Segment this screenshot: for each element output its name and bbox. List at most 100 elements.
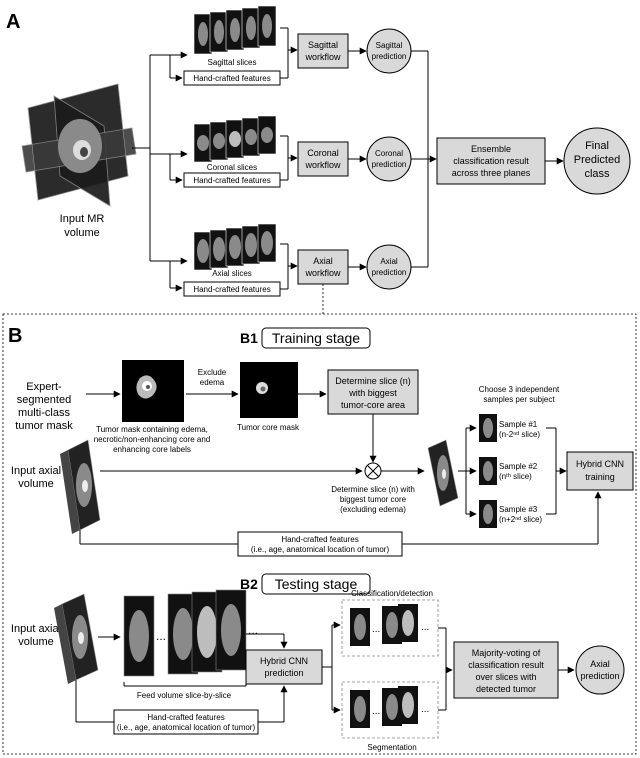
- handcrafted-test-lines: [75, 680, 288, 723]
- coronal-prediction-circle: [366, 136, 412, 182]
- mask-caption-line3: enhancing core labels: [113, 445, 191, 454]
- input-axial-line1: Input axial: [11, 465, 61, 477]
- hybrid-cnn-prediction-box: [245, 649, 323, 685]
- input-axial-test-line2: volume: [18, 636, 53, 648]
- majority-voting-box: [453, 641, 559, 699]
- ensemble-line2: classification result: [453, 156, 529, 166]
- class-ellipsis-1: ...: [372, 624, 380, 635]
- mask-caption-line2: necrotic/non-enhancing core and: [94, 435, 211, 444]
- ensemble-line1: Ensemble: [471, 144, 511, 154]
- determine-small-line3: (excluding edema): [340, 505, 406, 514]
- exclude-line2: edema: [200, 378, 225, 387]
- expert-line2: segmented: [17, 394, 71, 406]
- determine-slice-box: [327, 369, 419, 415]
- axial-slices-stack: [193, 223, 277, 271]
- seg-ellipsis-2: ...: [421, 704, 429, 715]
- axial-workflow-line2: workflow: [304, 268, 341, 278]
- choose-line1: Choose 3 independent: [479, 385, 560, 394]
- hybrid-cnn-training-box: [566, 451, 634, 491]
- b2-tag: B2: [240, 576, 258, 592]
- axial-final-pred-line1: Axial: [590, 659, 610, 669]
- determine-line3: tumor-core area: [341, 400, 405, 410]
- sagittal-workflow-box: [297, 33, 349, 69]
- determine-line2: with biggest: [348, 388, 397, 398]
- coronal-workflow-line1: Coronal: [307, 148, 339, 158]
- coronal-workflow-box: [297, 141, 349, 177]
- prediction-to-ensemble-lines: [411, 50, 437, 268]
- feed-bracket: [123, 682, 247, 687]
- axial-final-prediction-circle: [575, 645, 625, 695]
- expert-line3: multi-class: [18, 407, 70, 419]
- input-axial-test-volume-image: [54, 593, 99, 684]
- samples-bracket-lines: [458, 424, 477, 518]
- classification-slices: ... ...: [350, 604, 429, 646]
- mask-caption-line1: Tumor mask containing edema,: [96, 425, 208, 434]
- sagittal-slices-stack: [193, 5, 277, 55]
- workflow-to-prediction-arrows: [348, 47, 367, 271]
- segmentation-slices: ... ...: [350, 686, 429, 728]
- coronal-workflow-line2: workflow: [304, 160, 341, 170]
- coronal-slices-stack: [193, 115, 277, 163]
- tumor-mask-image: [122, 360, 184, 422]
- sample-3-thumbnail: [479, 500, 497, 528]
- panel-a-branch-lines: [132, 51, 188, 292]
- final-class-line2: Predicted: [574, 154, 620, 166]
- final-class-line1: Final: [585, 140, 609, 152]
- hc-train-line1: Hand-crafted features: [281, 535, 358, 544]
- sagittal-prediction-circle: [366, 28, 412, 74]
- determine-line1: Determine slice (n): [335, 376, 411, 386]
- axial-slices-label: Axial slices: [212, 269, 252, 278]
- input-mr-label-line2: volume: [64, 227, 99, 239]
- sample-2-thumbnail: [479, 457, 497, 485]
- sample1-line2: (n-2ⁿᵈ slice): [499, 430, 540, 439]
- majority-line3: over slices with: [475, 672, 536, 682]
- ensemble-line3: across three planes: [452, 168, 531, 178]
- selected-slices-image: [427, 439, 459, 507]
- majority-line1: Majority-voting of: [472, 648, 541, 658]
- sample-1-thumbnail: [479, 414, 497, 442]
- feed-ellipsis-1: ...: [156, 629, 166, 643]
- sagittal-workflow-line2: workflow: [304, 52, 341, 62]
- sample1-line1: Sample #1: [499, 420, 538, 429]
- handcrafted-train-lines: [79, 491, 602, 545]
- coronal-slices-label: Coronal slices: [207, 163, 257, 172]
- b1-tag: B1: [240, 330, 258, 346]
- sample2-line1: Sample #2: [499, 462, 538, 471]
- feed-ellipsis-2: ...: [248, 623, 258, 637]
- input-axial-test-line1: Input axial: [11, 623, 61, 635]
- handcrafted-train-box: [237, 531, 403, 557]
- hc-test-line2: (i.e., age, anatomical location of tumor…: [117, 723, 256, 732]
- feed-label: Feed volume slice-by-slice: [137, 691, 232, 700]
- samples-to-training-lines: [546, 427, 567, 515]
- input-mr-volume-image: [21, 83, 137, 207]
- handcrafted-test-box: [113, 709, 259, 735]
- segmentation-label: Segmentation: [367, 743, 416, 752]
- multiply-operator: [364, 462, 382, 480]
- b1-title-box: [261, 327, 371, 349]
- axial-prediction-line1: Axial: [380, 257, 398, 266]
- sagittal-handcrafted-label: Hand-crafted features: [193, 74, 270, 83]
- axial-handcrafted-label: Hand-crafted features: [193, 285, 270, 294]
- coronal-prediction-line2: prediction: [372, 160, 407, 169]
- coronal-prediction-line1: Coronal: [375, 149, 403, 158]
- panel-a-letter: A: [6, 11, 20, 33]
- hybrid-pred-line2: prediction: [264, 668, 303, 678]
- expert-line4: tumor mask: [15, 420, 73, 432]
- hc-test-line1: Hand-crafted features: [147, 713, 224, 722]
- axial-workflow-box: [297, 249, 349, 285]
- expert-line1: Expert-: [26, 381, 62, 393]
- axial-prediction-circle: [366, 244, 412, 290]
- ensemble-box: [436, 137, 546, 185]
- sagittal-workflow-line1: Sagittal: [308, 40, 338, 50]
- slices-to-hybrid-pred-line: [246, 633, 288, 649]
- axial-workflow-line1: Axial: [313, 256, 333, 266]
- tumor-core-mask-image: [240, 362, 298, 418]
- majority-line2: classification result: [468, 660, 544, 670]
- panel-b-frame: [2, 313, 637, 755]
- panel-b-letter: B: [8, 325, 22, 347]
- b1-title: Training stage: [272, 330, 360, 346]
- input-mr-label-line1: Input MR: [60, 213, 105, 225]
- input-axial-volume-image: [60, 439, 101, 534]
- coronal-handcrafted-label: Hand-crafted features: [193, 176, 270, 185]
- class-ellipsis-2: ...: [421, 622, 429, 633]
